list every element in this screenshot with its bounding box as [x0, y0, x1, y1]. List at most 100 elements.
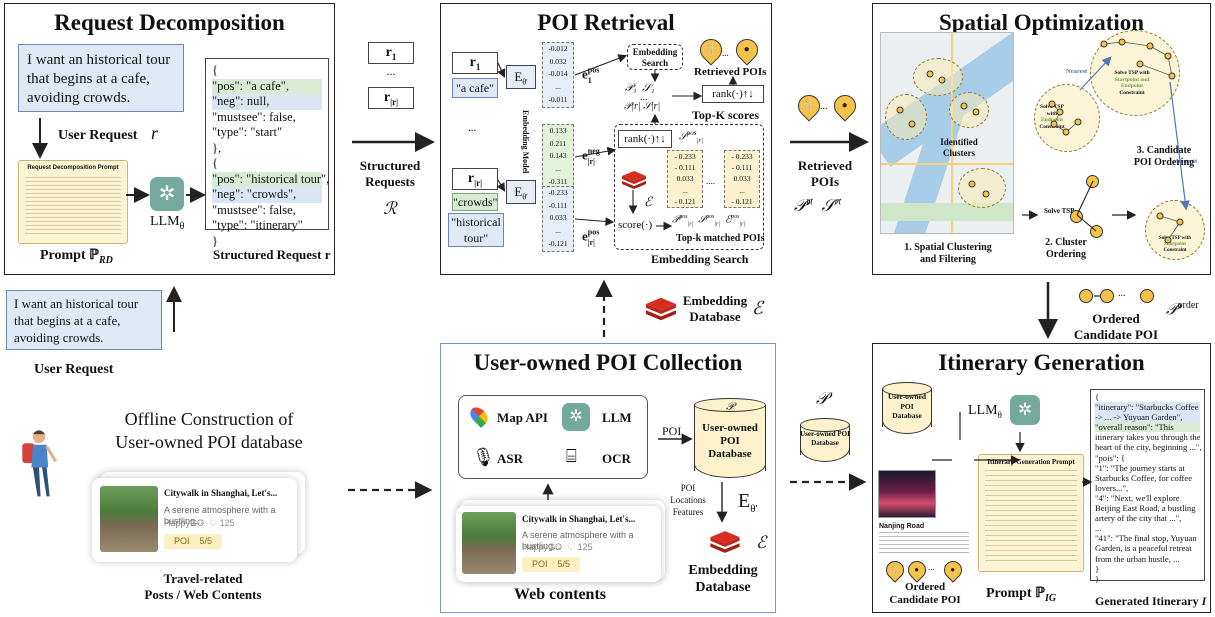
web-post-desc: A serene atmosphere with a bustling...	[522, 530, 634, 551]
web-post-poi-badge: POI 5/5	[522, 557, 581, 572]
itinerary-prompt-doc: Itinerary Generation Prompt	[978, 454, 1084, 572]
embedding-db-redis-icon	[646, 297, 676, 321]
topk-scores-label: Top-K scores	[692, 108, 760, 122]
structured-request-json: { "pos": "a cafe", "neg": null, "mustsee…	[205, 58, 329, 248]
structured-requests-label: Structured Requests	[359, 158, 421, 189]
prt-srt-label: 𝒫rt 𝒮rt	[794, 196, 842, 215]
web-post-title: Citywalk in Shanghai, Let's...	[522, 514, 636, 524]
a-cafe-bubble: "a cafe"	[452, 78, 498, 98]
offline-user-request-label: User Request	[34, 362, 114, 377]
p-symbol-between: 𝒫	[816, 389, 829, 408]
ordered-candidate-dots: ...	[928, 562, 935, 572]
cluster-node-2	[1070, 210, 1083, 223]
rank-top-box: rank(·)↑↓	[702, 85, 764, 103]
prompt-ig-label: Prompt ℙIG	[986, 586, 1057, 604]
between-dots: ...	[820, 101, 828, 112]
nanjing-road-photo	[878, 470, 936, 518]
porder-label: 𝒫order	[1166, 300, 1199, 319]
request-rr-box: r|r|	[368, 87, 414, 109]
retrieval-dots: ...	[468, 122, 477, 134]
ordered-dots: ...	[1118, 288, 1126, 299]
map-cluster-1	[913, 58, 963, 96]
place-name: Nanjing Road	[879, 523, 925, 530]
post-card[interactable]: Citywalk in Shanghai, Let's... A serene …	[92, 478, 297, 562]
llm-theta-label: LLMθ	[150, 214, 185, 232]
map-cluster-2	[885, 94, 927, 140]
ocr-scan-icon: ⌸	[566, 446, 577, 467]
place-text-lines	[879, 532, 969, 556]
generated-itinerary-label: Generated Itinerary I	[1095, 594, 1207, 608]
embedding-db-symbol: ℰ	[752, 298, 763, 318]
ordered-node-3	[1140, 289, 1154, 303]
structured-request-label: Structured Request r	[213, 247, 331, 262]
panel-title: User-owned POI Collection	[473, 350, 743, 375]
prompt-rd-label: Prompt ℙRD	[40, 248, 113, 266]
itinerary-llm-label: LLMθ	[968, 403, 1002, 420]
poi-arrow-label: POI	[662, 424, 682, 438]
collection-redis-icon	[710, 531, 740, 553]
asr-label: ASR	[497, 451, 524, 466]
panel-title: POI Retrieval	[537, 10, 675, 35]
web-contents-label: Web contents	[514, 586, 606, 603]
traveler-illustration	[22, 430, 58, 497]
llm-tool-icon: ✲	[562, 403, 590, 431]
web-post-card[interactable]: Citywalk in Shanghai, Let's... A serene …	[456, 506, 661, 582]
encoder-bottom-box: Eθ'	[506, 180, 536, 204]
p1-s1-label: 𝒫₁ 𝒮₁	[625, 82, 655, 94]
topk-matched-symbols: 𝒫pos|r| 𝒮pos|r| ℰpos|r|	[672, 214, 745, 228]
redis-db-icon	[622, 171, 646, 189]
embedding-model-label: Embedding Model	[521, 110, 530, 174]
between-user-owned-db: User-owned POI Database	[800, 418, 850, 462]
web-post-thumbnail	[462, 512, 516, 574]
embedding-search-bottom-box	[614, 124, 764, 250]
itinerary-chatgpt-icon: ✲	[1010, 395, 1040, 425]
post-desc: A serene atmosphere with a bustling...	[164, 505, 276, 526]
requests-dots: ...	[386, 64, 396, 78]
solve-tsp-label: Solve TSP	[1044, 207, 1075, 215]
retrieval-rr-box: r|r|	[452, 168, 498, 190]
s-pos-label: 𝒮pos|r|	[679, 129, 704, 145]
p-dots: ...	[640, 92, 648, 103]
topk-matched-label: Top-k matched POIs	[676, 233, 765, 244]
ordered-node-1	[1079, 289, 1093, 303]
itinerary-prompt-title: Itinerary Generation Prompt	[987, 458, 1075, 466]
rank-mid-box: rank(·)↑↓	[618, 130, 672, 148]
post-title: Citywalk in Shanghai, Let's...	[164, 488, 278, 498]
user-request-bubble: I want an historical tour that begins at…	[18, 44, 184, 112]
panel-title: Itinerary Generation	[938, 350, 1145, 375]
post-poi-badge: POI 5/5	[164, 534, 223, 549]
score-label: score(·)	[618, 219, 653, 231]
tools-box	[458, 395, 648, 479]
encoder-collection-label: Eθ'	[738, 490, 758, 515]
eps-retrieval: ℰ	[644, 194, 652, 209]
post-thumbnail	[100, 486, 158, 552]
request-r1-box: r1	[368, 42, 414, 64]
web-post-author: HappyGO ♡ 125	[522, 542, 593, 552]
collection-eps: ℰ	[756, 533, 767, 552]
map-cluster-3	[949, 92, 989, 128]
embedding-search-top-box: Embedding Search	[627, 44, 683, 70]
pr-sr-label: 𝒫|r| 𝒮|r|	[624, 101, 661, 112]
ocr-label: OCR	[602, 451, 631, 466]
nearest-label-1: Nearest	[1066, 68, 1088, 75]
generated-itinerary-json: { "itinerary": "Starbucks Coffee -> ... …	[1090, 389, 1205, 584]
